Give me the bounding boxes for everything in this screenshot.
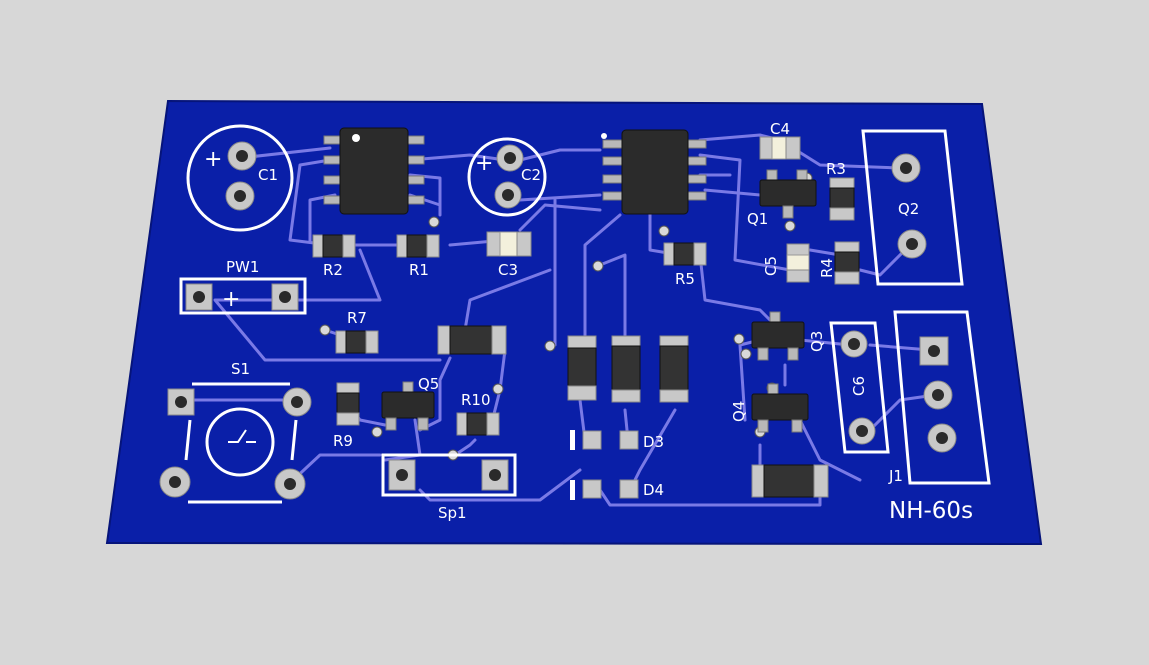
q1-label: Q1 (747, 210, 768, 228)
resistor-r5: R5 (663, 242, 707, 288)
c2-label: C2 (521, 166, 541, 184)
pw1-label: PW1 (226, 258, 259, 276)
resistor-r7: R7 (335, 309, 379, 354)
r10-label: R10 (461, 391, 491, 409)
diode-d1 (567, 335, 597, 401)
q5-label: Q5 (418, 375, 439, 393)
r4-label: R4 (818, 258, 836, 278)
capacitor-c6-footprint: C6 (829, 321, 890, 454)
board-name: NH-60s (889, 498, 973, 524)
diode-d3: D3 (570, 430, 664, 451)
capacitor-c3: C3 (486, 231, 532, 279)
c2-plus-label: + (475, 151, 493, 176)
c5-label: C5 (762, 256, 780, 276)
diode-d5 (659, 335, 689, 403)
switch-s1: S1 (159, 360, 312, 504)
capacitor-c4: C4 (759, 120, 801, 160)
resistor-r3: R3 (826, 160, 855, 221)
resistor-r1: R1 (396, 234, 440, 279)
transistor-q4: Q4 (730, 383, 809, 433)
capacitor-c1: + C1 (186, 124, 294, 232)
transistor-q1: Q1 (747, 169, 817, 228)
d4-label: D4 (643, 481, 664, 499)
capacitor-c2: + C2 (467, 137, 547, 217)
sp1-label: Sp1 (438, 504, 467, 522)
resistor-r10: R10 (456, 391, 500, 436)
d3-label: D3 (643, 433, 664, 451)
r2-label: R2 (323, 261, 343, 279)
speaker-connector-sp1: Sp1 (381, 453, 517, 522)
diode-d2 (611, 335, 641, 403)
resistor-large-center (437, 325, 507, 355)
r9-label: R9 (333, 432, 353, 450)
c1-plus-label: + (204, 147, 222, 172)
ic-u2 (601, 129, 707, 215)
c6-label: C6 (850, 376, 868, 396)
resistor-r9: R9 (333, 382, 360, 450)
power-connector-pw1: + PW1 (179, 258, 307, 315)
transistor-q2-footprint: Q2 (861, 129, 964, 286)
r3-label: R3 (826, 160, 846, 178)
s1-label: S1 (231, 360, 250, 378)
q2-label: Q2 (898, 200, 919, 218)
diode-d4: D4 (570, 479, 664, 500)
resistor-r2: R2 (312, 234, 356, 279)
capacitor-c5: C5 (762, 243, 810, 283)
c4-label: C4 (770, 120, 790, 138)
transistor-q5: Q5 (381, 375, 439, 431)
r1-label: R1 (409, 261, 429, 279)
transistor-q3: Q3 (751, 311, 826, 361)
resistor-r4: R4 (818, 241, 860, 285)
r7-label: R7 (347, 309, 367, 327)
q3-label: Q3 (808, 331, 826, 352)
r5-label: R5 (675, 270, 695, 288)
q4-label: Q4 (730, 401, 748, 422)
j1-label: J1 (888, 467, 903, 485)
resistor-large-bottom-right (751, 464, 829, 498)
pw1-plus-label: + (222, 287, 240, 312)
connector-j1: J1 (888, 310, 991, 485)
c3-label: C3 (498, 261, 518, 279)
ic-u1 (323, 127, 425, 215)
c1-label: C1 (258, 166, 278, 184)
